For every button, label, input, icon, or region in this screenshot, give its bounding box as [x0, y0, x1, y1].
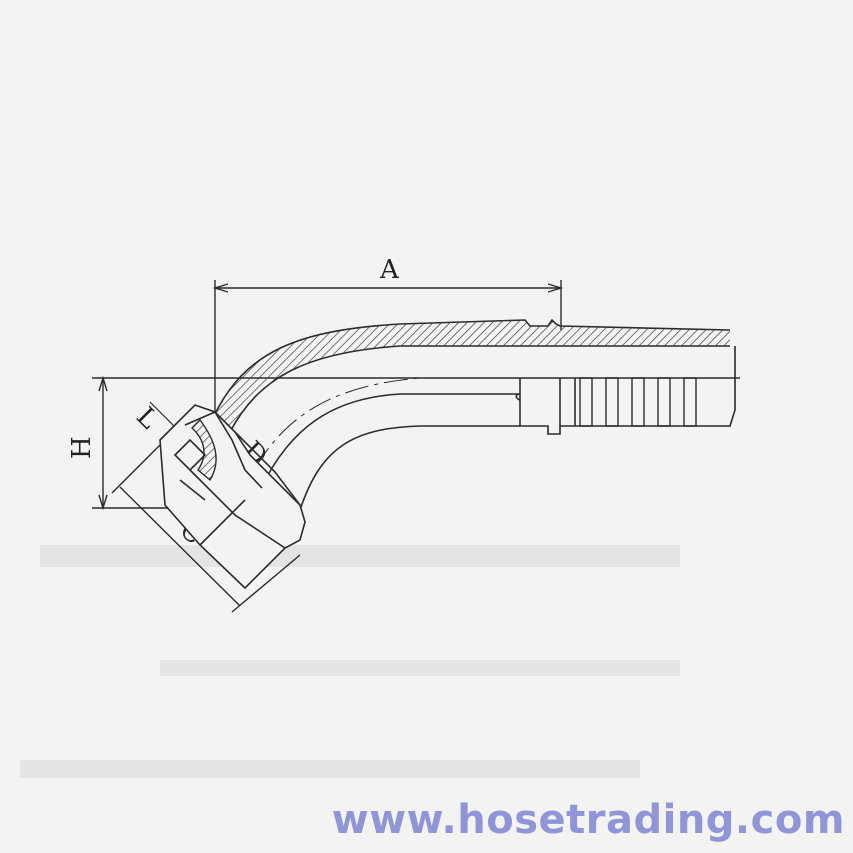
fitting-body: [212, 318, 740, 511]
label-h: H: [67, 436, 97, 459]
label-l: L: [130, 402, 163, 435]
flange-head: [159, 404, 306, 590]
background-ghost-marks: [20, 545, 680, 778]
watermark-text: www.hosetrading.com: [331, 797, 845, 843]
dimension-a: [212, 280, 564, 420]
label-a: A: [379, 255, 400, 285]
dimension-c: [111, 444, 301, 613]
flange-groove: [190, 418, 217, 482]
